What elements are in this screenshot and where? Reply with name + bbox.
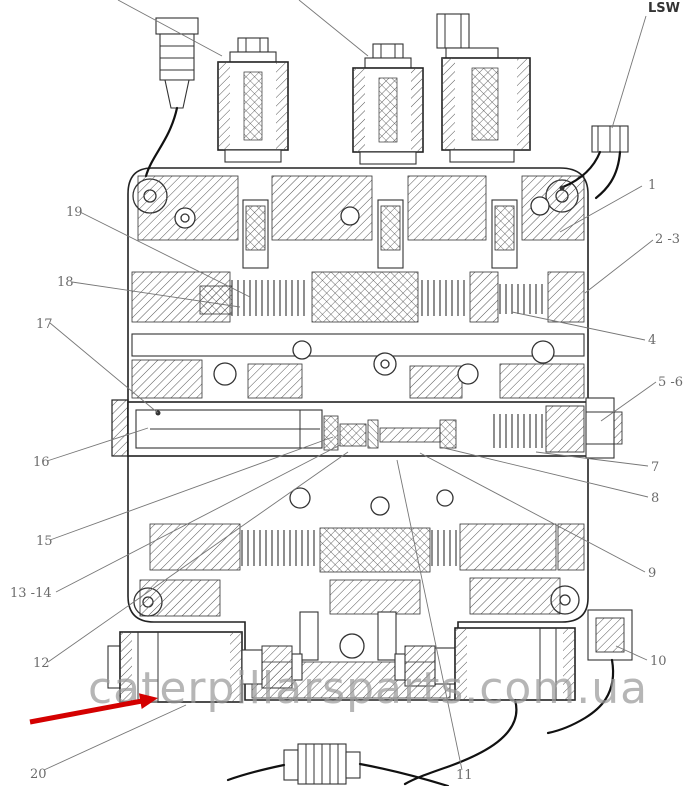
callout-12: 12: [33, 656, 50, 671]
upper-spool-row: [131, 271, 585, 323]
harness-plug-top-left: [144, 17, 199, 178]
callout-16: 16: [33, 455, 50, 470]
solenoid-valve-1: [217, 37, 289, 163]
callout-17: 17: [36, 317, 53, 332]
callout-9: 9: [648, 566, 656, 581]
red-pointer-arrow: [29, 693, 158, 725]
connector-top-right: [559, 125, 629, 200]
callout-19: 19: [66, 205, 83, 220]
main-spool-bore: [111, 397, 623, 459]
mid-gallery: [131, 333, 585, 399]
callout-1: 1: [648, 178, 656, 193]
callout-13-14: 13 -14: [10, 586, 52, 601]
callout-labels: LSW 1 2 -3 4 5 -6 7 8 9 10 11 12 13 -14 …: [10, 1, 683, 783]
solenoid-bottom-right: [394, 627, 576, 786]
solenoid-valve-3: [436, 13, 531, 163]
leader-lines: [43, 0, 657, 771]
callout-20: 20: [30, 767, 47, 782]
callout-5-6: 5 -6: [658, 375, 683, 390]
fitting-bottom-center: [226, 743, 450, 786]
solenoid-bottom-left: [107, 631, 303, 703]
callout-10: 10: [650, 654, 667, 669]
watermark-text: caterpillarsparts.com.ua: [88, 663, 648, 714]
callout-11: 11: [456, 768, 473, 783]
callout-7: 7: [651, 460, 659, 475]
label-lsw: LSW: [648, 1, 680, 16]
callout-4: 4: [648, 333, 656, 348]
callout-15: 15: [36, 534, 53, 549]
solenoid-valve-2: [352, 43, 424, 165]
lower-spool-row: [149, 487, 585, 573]
callout-2-3: 2 -3: [655, 232, 680, 247]
callout-8: 8: [651, 491, 659, 506]
callout-18: 18: [57, 275, 74, 290]
connector-right-side: [546, 609, 633, 735]
